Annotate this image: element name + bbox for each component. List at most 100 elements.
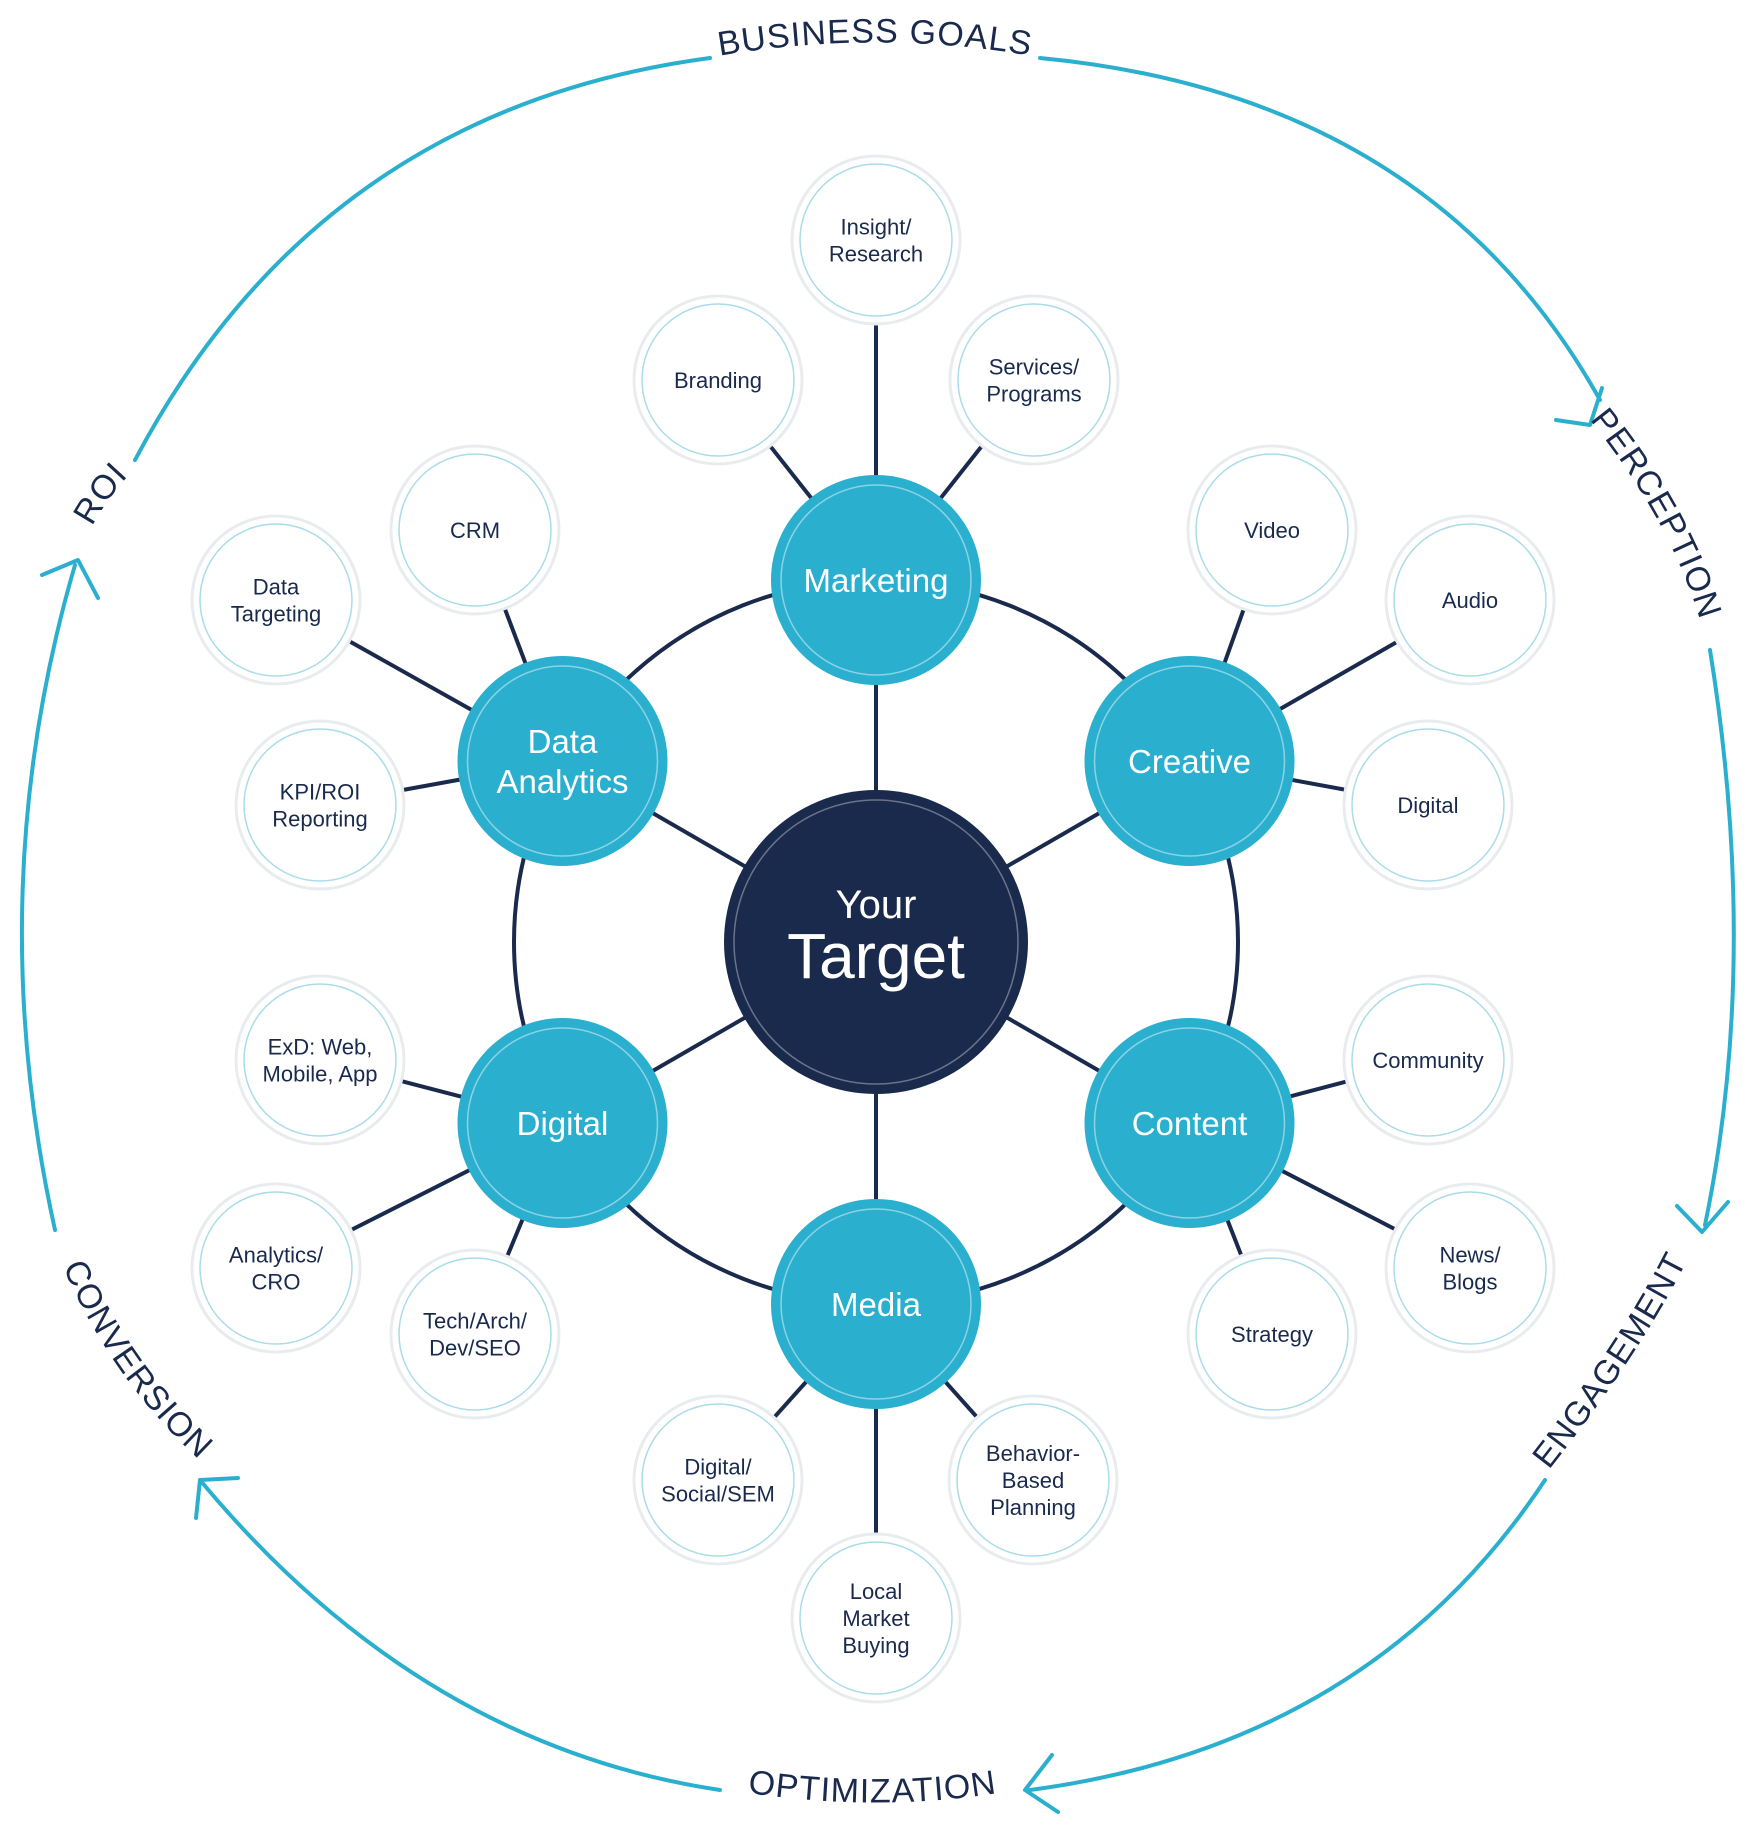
- leaf-label-insight-research: Research: [829, 242, 923, 267]
- hub-inner-ring: [780, 484, 972, 676]
- hub-inner-ring: [1093, 1027, 1286, 1219]
- leaf-inner-circle: [1195, 453, 1349, 607]
- hub-label-data-analytics: Analytics: [496, 763, 628, 800]
- leaf-label-branding: Branding: [674, 368, 762, 393]
- hub-circle: [457, 656, 668, 866]
- leaf-label-local-market-buying: Local: [850, 1579, 903, 1604]
- hub-label-content: Content: [1132, 1105, 1248, 1142]
- arc-roi-to-goals: [133, 56, 712, 462]
- leaf-branding: Branding: [632, 294, 804, 466]
- center-label-line1: Your: [836, 883, 917, 927]
- leaf-tech-arch-dev-seo: Tech/Arch/Dev/SEO: [389, 1248, 561, 1420]
- leaf-inner-circle: [799, 163, 953, 317]
- leaf-label-news-blogs: News/: [1439, 1243, 1501, 1268]
- center-circle: [724, 790, 1028, 1094]
- leaf-services-programs: Services/Programs: [948, 294, 1120, 466]
- arc-conversion-to-roi: [19, 563, 77, 1232]
- hub-creative: Creative: [1084, 656, 1295, 866]
- hub-label-media: Media: [831, 1286, 922, 1323]
- leaf-label-behavior-based-planning: Planning: [990, 1495, 1076, 1520]
- leaf-label-insight-research: Insight/: [841, 215, 913, 240]
- cycle-label-business-goals: BUSINESS GOALS: [715, 12, 1035, 63]
- leaf-strategy: Strategy: [1186, 1248, 1358, 1420]
- hub-circle: [1084, 1018, 1295, 1228]
- leaf-news-blogs: News/Blogs: [1384, 1182, 1556, 1354]
- leaf-inner-circle: [957, 303, 1111, 457]
- leaf-community: Community: [1342, 974, 1514, 1146]
- leaf-nodes: Branding Insight/ResearchServices/Program…: [190, 154, 1556, 1704]
- leaf-video: Video: [1186, 444, 1358, 616]
- leaf-label-behavior-based-planning: Based: [1002, 1468, 1064, 1493]
- leaf-inner-circle: [1351, 983, 1505, 1137]
- center-label-line2: Target: [787, 920, 965, 992]
- leaf-inner-circle: [1351, 728, 1505, 882]
- leaf-label-community: Community: [1372, 1048, 1483, 1073]
- arrowhead-perception: [1554, 386, 1604, 427]
- leaf-inner-circle: [199, 1191, 353, 1345]
- leaf-inner-circle: [398, 1257, 552, 1411]
- leaf-inner-circle: [1393, 523, 1547, 677]
- leaf-label-local-market-buying: Buying: [842, 1633, 909, 1658]
- leaf-label-exd-web-mobile-app: Mobile, App: [263, 1062, 378, 1087]
- hub-circle: [771, 475, 981, 685]
- leaf-label-kpi-roi-reporting: KPI/ROI: [280, 780, 361, 805]
- cycle-label-optimization: OPTIMIZATION: [746, 1763, 999, 1810]
- hub-circle: [457, 1018, 668, 1228]
- leaf-label-local-market-buying: Market: [842, 1606, 909, 1631]
- leaf-label-data-targeting: Targeting: [231, 602, 322, 627]
- cycle-ring: [19, 56, 1736, 1814]
- leaf-digital-social-sem: Digital/Social/SEM: [632, 1394, 804, 1566]
- leaf-inner-circle: [398, 453, 552, 607]
- leaf-label-strategy: Strategy: [1231, 1322, 1313, 1347]
- leaf-crm: CRM: [389, 444, 561, 616]
- leaf-label-digital-creative: Digital: [1397, 793, 1458, 818]
- hub-media: Media: [771, 1199, 981, 1409]
- leaf-label-kpi-roi-reporting: Reporting: [272, 807, 367, 832]
- hub-label-creative: Creative: [1128, 743, 1251, 780]
- leaf-analytics-cro: Analytics/CRO: [190, 1182, 362, 1354]
- leaf-inner-circle: [199, 523, 353, 677]
- leaf-label-behavior-based-planning: Behavior-: [986, 1441, 1080, 1466]
- leaf-inner-circle: [641, 1403, 795, 1557]
- leaf-label-digital-social-sem: Social/SEM: [661, 1482, 775, 1507]
- arrowhead-optimization: [1023, 1753, 1060, 1814]
- cycle-label-roi: ROI: [66, 455, 135, 531]
- arc-optimization-to-conversion: [198, 1478, 722, 1792]
- leaf-inner-circle: [799, 1541, 953, 1695]
- hub-inner-ring: [466, 665, 659, 857]
- hub-label-digital: Digital: [517, 1105, 609, 1142]
- hub-circle: [1084, 656, 1295, 866]
- hub-inner-ring: [780, 1208, 972, 1400]
- leaf-digital-creative: Digital: [1342, 719, 1514, 891]
- arc-engagement-to-optimization: [1028, 1478, 1547, 1792]
- leaf-label-services-programs: Services/: [989, 355, 1080, 380]
- leaf-label-crm: CRM: [450, 518, 500, 543]
- hub-digital: Digital: [457, 1018, 668, 1228]
- leaf-label-digital-social-sem: Digital/: [684, 1455, 752, 1480]
- arrowhead-roi: [40, 558, 100, 600]
- leaf-label-analytics-cro: Analytics/: [229, 1243, 324, 1268]
- leaf-label-analytics-cro: CRO: [252, 1270, 301, 1295]
- leaf-inner-circle: [956, 1403, 1110, 1557]
- arrowhead-conversion: [194, 1476, 240, 1520]
- leaf-label-data-targeting: Data: [253, 575, 300, 600]
- leaf-label-tech-arch-dev-seo: Dev/SEO: [429, 1336, 521, 1361]
- hub-label-marketing: Marketing: [804, 562, 949, 599]
- arc-goals-to-perception: [1038, 56, 1602, 402]
- hub-label-data-analytics: Data: [528, 723, 598, 760]
- leaf-inner-circle: [243, 983, 397, 1137]
- leaf-label-video: Video: [1244, 518, 1300, 543]
- leaf-inner-circle: [1195, 1257, 1349, 1411]
- leaf-label-services-programs: Programs: [986, 382, 1081, 407]
- center-node: Your Target: [724, 790, 1028, 1094]
- leaf-inner-circle: [1393, 1191, 1547, 1345]
- leaf-exd-web-mobile-app: ExD: Web,Mobile, App: [234, 974, 406, 1146]
- hub-content: Content: [1084, 1018, 1295, 1228]
- hub-inner-ring: [466, 1027, 659, 1219]
- leaf-label-exd-web-mobile-app: ExD: Web,: [268, 1035, 373, 1060]
